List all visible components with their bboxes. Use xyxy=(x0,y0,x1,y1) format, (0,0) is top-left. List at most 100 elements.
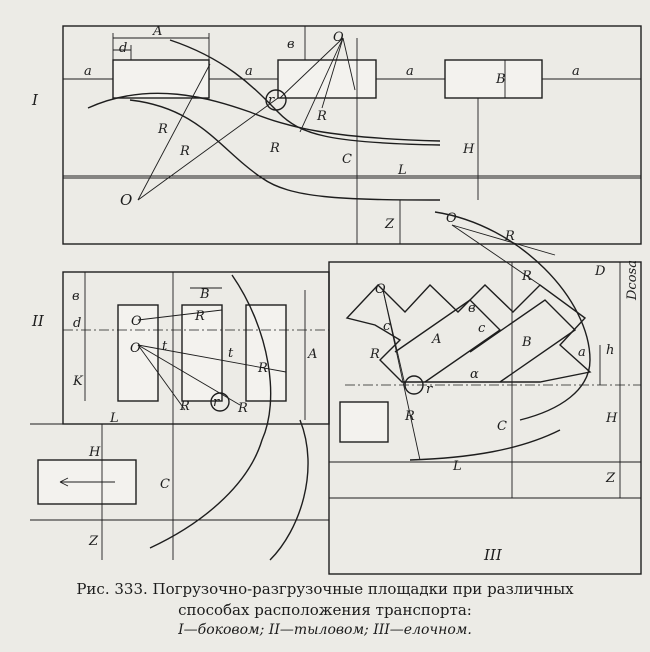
radius-R2 xyxy=(137,97,279,201)
label-a: a xyxy=(406,64,414,79)
panel-1-frame xyxy=(62,25,642,245)
radius-R2b xyxy=(137,344,186,411)
label-A: A xyxy=(307,347,317,362)
path-swing xyxy=(129,99,441,201)
vehicle-parked xyxy=(339,401,389,443)
panel-3-frame xyxy=(328,261,642,575)
label-d: d xyxy=(73,316,81,331)
wheel-circle xyxy=(404,375,424,395)
label-O: O xyxy=(446,211,457,226)
label-B: B xyxy=(495,72,506,87)
label-R2: R xyxy=(194,309,205,324)
label-a: a xyxy=(572,64,580,79)
label-t1: t xyxy=(162,339,168,354)
label-r: r xyxy=(213,395,220,410)
label-R1: R xyxy=(257,361,268,376)
label-a: a xyxy=(84,64,92,79)
label-a: a xyxy=(578,345,586,360)
label-O1: O xyxy=(130,341,141,356)
label-b: в xyxy=(468,301,476,316)
label-h: h xyxy=(606,343,614,358)
panel-1: I A d a a a a B в O r R R R R C H L Z O xyxy=(31,24,642,245)
label-d: d xyxy=(119,41,127,56)
radius-O1-R1 xyxy=(299,37,344,133)
label-L: L xyxy=(397,163,407,178)
label-Z: Z xyxy=(88,534,99,549)
vehicle-3 xyxy=(444,59,543,99)
panel-1-roman: I xyxy=(31,91,39,109)
label-B: B xyxy=(199,287,210,302)
label-H: H xyxy=(462,142,475,157)
panel-3: III O R R D Dcosa O в c c A B a h α R r … xyxy=(328,211,642,575)
label-Z: Z xyxy=(384,217,395,232)
radius-R2 xyxy=(137,309,223,321)
label-R2: R xyxy=(179,144,190,159)
label-R1b: R xyxy=(404,409,415,424)
label-c1: c xyxy=(383,319,391,334)
label-R1b: R xyxy=(237,401,248,416)
arc-outer xyxy=(434,211,591,421)
label-alpha: α xyxy=(470,367,479,382)
label-C: C xyxy=(497,419,507,434)
label-Dcos: Dcosa xyxy=(625,260,640,301)
label-H: H xyxy=(88,445,101,460)
radius-O1-R2b xyxy=(342,37,356,91)
label-O: O xyxy=(131,314,142,329)
label-O: O xyxy=(120,191,132,209)
path-inner xyxy=(169,39,441,146)
label-L: L xyxy=(109,411,119,426)
panel-2: II в d K B O O R t t R R r R A L H C Z xyxy=(30,271,330,561)
label-O1: O xyxy=(375,282,386,297)
label-A: A xyxy=(152,24,162,39)
label-L: L xyxy=(452,459,462,474)
label-t2: t xyxy=(228,346,234,361)
label-D: D xyxy=(594,264,606,279)
angled-vehicle-1 xyxy=(394,299,502,383)
radius-O1-R2 xyxy=(321,37,344,109)
wheel-circle xyxy=(265,89,287,111)
caption-line-3: I—боковом; II—тыловом; III—елочном. xyxy=(178,622,472,638)
drawing: I A d a a a a B в O r R R R R C H L Z O xyxy=(30,24,642,575)
label-R2b: R xyxy=(369,347,380,362)
path-outer xyxy=(87,92,441,142)
label-b: в xyxy=(287,37,295,52)
label-a: a xyxy=(245,64,253,79)
label-R1b: R xyxy=(269,141,280,156)
label-B: B xyxy=(521,335,532,350)
angled-vehicle-2 xyxy=(469,299,577,383)
label-R2b: R xyxy=(179,399,190,414)
label-R2: R xyxy=(504,229,515,244)
label-C: C xyxy=(160,477,170,492)
label-r: r xyxy=(268,93,275,108)
radius-R2 xyxy=(451,224,556,256)
label-R1: R xyxy=(521,269,532,284)
caption-line-2: способах расположения транспорта: xyxy=(178,601,472,619)
vehicle-rear-2 xyxy=(181,304,223,402)
label-Z: Z xyxy=(605,471,616,486)
radius-O1-r xyxy=(279,37,344,99)
radius-R1b xyxy=(137,344,241,406)
wheel-circle xyxy=(210,392,230,412)
label-b: в xyxy=(72,289,80,304)
caption-line-1: Рис. 333. Погрузочно-разгрузочные площад… xyxy=(76,580,574,598)
path-swing-outer xyxy=(149,274,272,549)
arrow-head xyxy=(59,477,69,487)
radius-R1 xyxy=(137,344,287,373)
label-O1: O xyxy=(333,30,344,45)
radius-R1 xyxy=(137,63,211,201)
label-C: C xyxy=(342,152,352,167)
label-R1: R xyxy=(157,122,168,137)
label-H: H xyxy=(605,411,618,426)
label-r: r xyxy=(426,382,433,397)
path-swing-far xyxy=(269,419,309,561)
label-A: A xyxy=(431,332,441,347)
label-R2b: R xyxy=(316,109,327,124)
label-c2: c xyxy=(478,321,486,336)
label-K: K xyxy=(72,374,84,389)
arc-inner xyxy=(409,429,561,461)
panel-3-roman: III xyxy=(483,546,503,564)
panel-2-roman: II xyxy=(31,312,45,330)
radius-R1 xyxy=(451,224,541,286)
radius-R2b xyxy=(382,289,406,386)
